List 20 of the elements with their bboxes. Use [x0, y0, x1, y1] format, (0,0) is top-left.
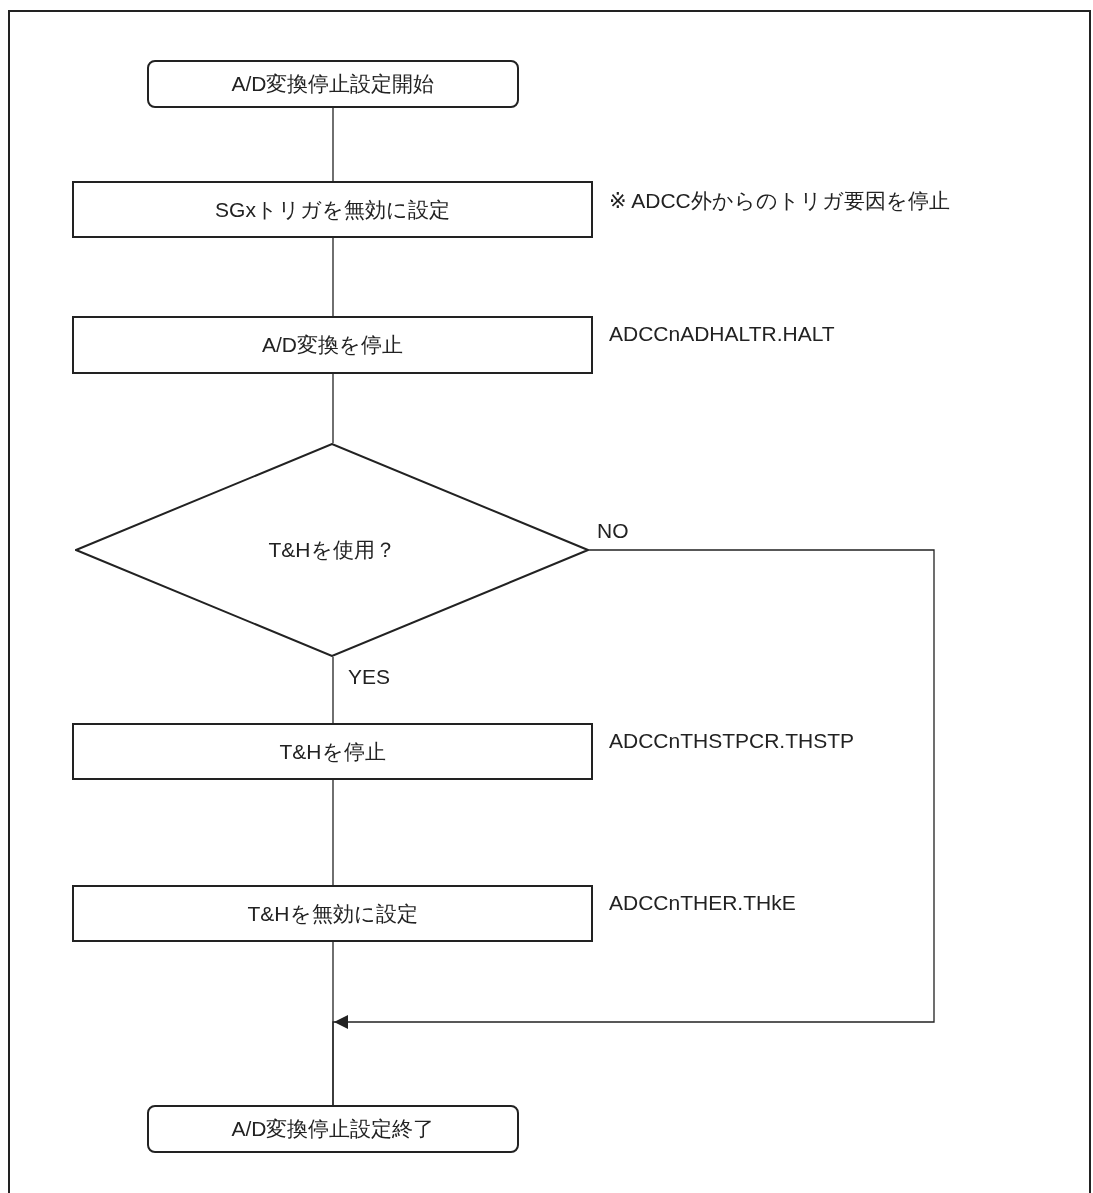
connector-line — [332, 237, 334, 317]
node-text: A/D変換を停止 — [262, 332, 403, 358]
terminal-box — [147, 1105, 519, 1153]
connector-line — [332, 656, 334, 724]
connector-line — [332, 779, 334, 886]
register-note: ADCCnTHER.THkE — [609, 891, 796, 915]
connector-line — [332, 373, 334, 444]
register-note: ADCCnTHSTPCR.THSTP — [609, 729, 855, 753]
node-text: SGxトリガを無効に設定 — [215, 196, 450, 223]
decision-diamond — [75, 443, 589, 657]
node-text: T&Hを使用？ — [268, 537, 396, 563]
node-text: A/D変換停止設定終了 — [231, 1116, 435, 1142]
connector-line — [332, 107, 334, 182]
register-note: ※ ADCC外からのトリガ要因を停止 — [609, 188, 950, 214]
terminal-box — [147, 60, 519, 108]
register-note: ADCCnADHALTR.HALT — [609, 322, 835, 346]
node-text: T&Hを無効に設定 — [247, 900, 418, 927]
node-text: A/D変換停止設定開始 — [231, 71, 435, 97]
arrow — [332, 549, 935, 1106]
node-text: T&Hを停止 — [279, 738, 386, 765]
